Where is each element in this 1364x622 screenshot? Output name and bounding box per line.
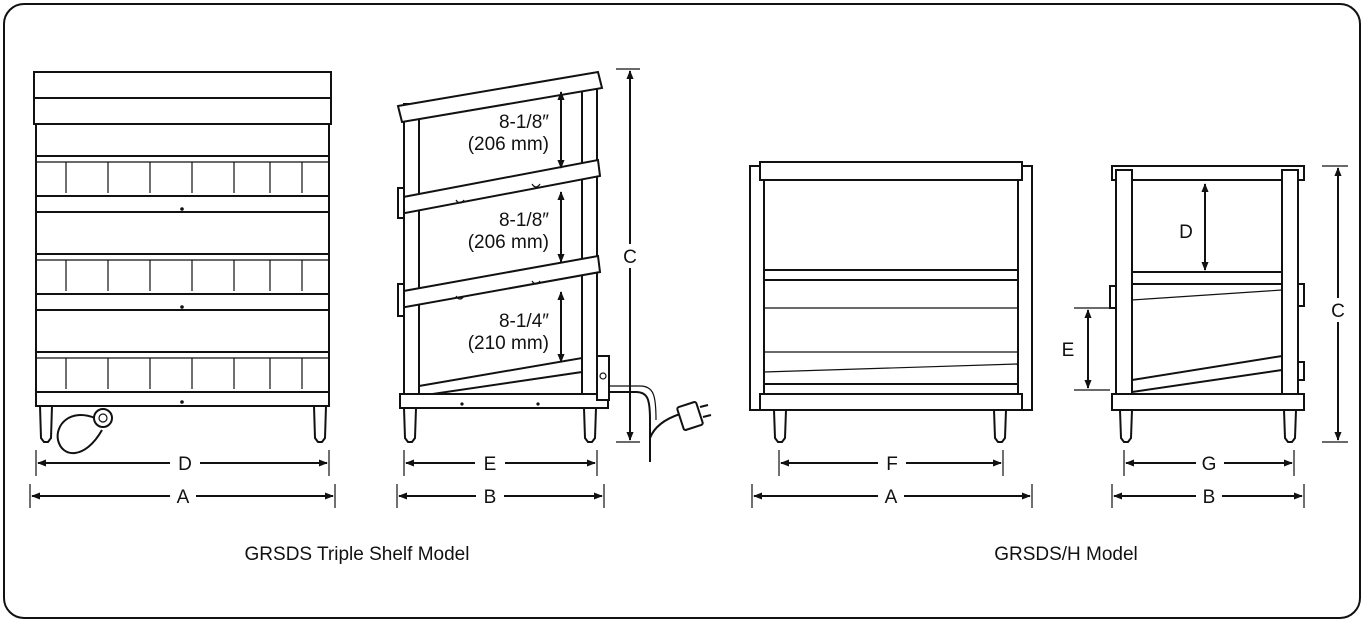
- frame-border: [3, 3, 1361, 619]
- caption-triple-shelf: GRSDS Triple Shelf Model: [245, 544, 470, 565]
- h-front-dimensions: F A: [751, 450, 1033, 508]
- dim-label-b: B: [484, 487, 497, 508]
- triple-front-dimensions: D A: [29, 450, 336, 508]
- triple-side-view: [396, 70, 712, 462]
- dim-label-a: A: [177, 487, 190, 508]
- gap-1-imperial: 8-1/8″: [499, 112, 549, 133]
- h-side-dimensions: D E C G B: [1062, 165, 1348, 508]
- dim-label-e-h: E: [1062, 340, 1075, 361]
- gap-2-imperial: 8-1/8″: [499, 210, 549, 231]
- gap-2-metric: (206 mm): [468, 232, 549, 253]
- dim-label-g: G: [1202, 454, 1217, 475]
- dim-label-d: D: [178, 454, 192, 475]
- gap-1-metric: (206 mm): [468, 134, 549, 155]
- caption-h-model: GRSDS/H Model: [994, 544, 1138, 565]
- gap-3-imperial: 8-1/4″: [499, 311, 549, 332]
- triple-front-view: [33, 71, 332, 455]
- dim-label-f: F: [886, 454, 898, 475]
- triple-side-dimensions: 8-1/8″ (206 mm) 8-1/8″ (206 mm) 8-1/4″ (…: [396, 68, 640, 508]
- dim-label-c-h: C: [1331, 301, 1345, 322]
- dim-label-e: E: [484, 454, 497, 475]
- dim-label-a-h: A: [885, 487, 898, 508]
- dim-label-c: C: [623, 247, 637, 268]
- h-front-view: [749, 161, 1033, 443]
- dim-label-b-h: B: [1203, 487, 1216, 508]
- dim-label-d-h: D: [1179, 222, 1193, 243]
- h-side-view: [1109, 165, 1305, 443]
- gap-3-metric: (210 mm): [468, 333, 549, 354]
